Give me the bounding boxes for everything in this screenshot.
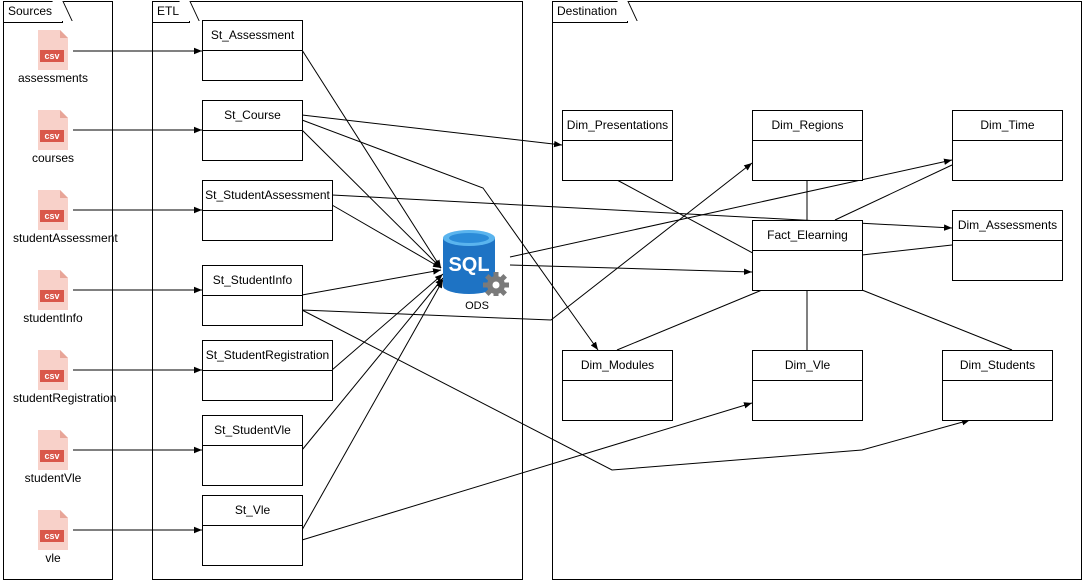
edge-st-studentregistration-ods: [331, 273, 444, 371]
sql-database-icon: [443, 230, 509, 298]
table-title: Dim_Modules: [563, 351, 672, 381]
table-title: St_StudentAssessment: [203, 181, 332, 211]
csv-badge: csv: [44, 291, 60, 301]
st-studentregistration-table[interactable]: St_StudentRegistration: [202, 340, 333, 401]
source-label: studentVle: [24, 471, 82, 485]
destination-frame-title: Destination: [553, 2, 629, 23]
table-title: Dim_Students: [943, 351, 1052, 381]
source-label: assessments: [17, 71, 89, 85]
ods-node[interactable]: SQL ODS: [435, 228, 519, 312]
csv-file-icon: csv: [38, 510, 68, 550]
table-title: St_Assessment: [203, 21, 302, 51]
csv-badge: csv: [44, 51, 60, 61]
dim-modules-table[interactable]: Dim_Modules: [562, 350, 673, 421]
edge-st-studentvle-ods: [301, 277, 444, 451]
edge-st-studentinfo-dim-regions: [301, 162, 753, 321]
table-title: St_Vle: [203, 496, 302, 526]
st-course-table[interactable]: St_Course: [202, 100, 303, 161]
edge-st-vle-ods: [301, 279, 444, 531]
table-title: Dim_Assessments: [953, 211, 1062, 241]
edge-ods-dim-time: [509, 158, 953, 258]
fact-elearning-table[interactable]: Fact_Elearning: [752, 220, 863, 291]
edge-st-studentinfo-dim-students: [301, 309, 971, 471]
edge-st-studentinfo-ods: [301, 268, 442, 296]
edge-fact-dim-presentations: [616, 179, 763, 259]
st-vle-table[interactable]: St_Vle: [202, 495, 303, 566]
source-csv-studentregistration: csv studentRegistration: [13, 350, 117, 405]
edge-ods-fact: [509, 264, 753, 275]
csv-badge: csv: [44, 371, 60, 381]
ods-label: ODS: [465, 300, 489, 312]
st-studentassessment-table[interactable]: St_StudentAssessment: [202, 180, 333, 241]
csv-badge: csv: [44, 211, 60, 221]
dim-students-table[interactable]: Dim_Students: [942, 350, 1053, 421]
st-studentinfo-table[interactable]: St_StudentInfo: [202, 265, 303, 326]
csv-file-icon: csv: [38, 30, 68, 70]
dim-vle-table[interactable]: Dim_Vle: [752, 350, 863, 421]
sources-frame-title: Sources: [4, 2, 64, 23]
st-assessment-table[interactable]: St_Assessment: [202, 20, 303, 81]
table-title: Dim_Vle: [753, 351, 862, 381]
source-csv-vle: csv vle: [13, 510, 93, 565]
table-title: St_Course: [203, 101, 302, 131]
edge-fact-dim-modules: [616, 289, 763, 351]
csv-file-icon: csv: [38, 430, 68, 470]
source-csv-studentvle: csv studentVle: [13, 430, 93, 485]
csv-file-icon: csv: [38, 190, 68, 230]
edge-fact-dim-assessments: [861, 244, 953, 256]
edge-fact-dim-time: [834, 164, 953, 221]
csv-badge: csv: [44, 131, 60, 141]
edge-st-assessment-ods: [301, 49, 442, 269]
edge-st-studentassessment-ods: [331, 204, 442, 269]
source-label: studentInfo: [23, 311, 83, 325]
table-title: Fact_Elearning: [753, 221, 862, 251]
source-label: studentAssessment: [13, 231, 118, 245]
etl-frame-title: ETL: [153, 2, 191, 23]
csv-file-icon: csv: [38, 110, 68, 150]
table-title: St_StudentRegistration: [203, 341, 332, 371]
csv-file-icon: csv: [38, 270, 68, 310]
edge-st-vle-dim-vle: [301, 402, 753, 541]
source-csv-studentinfo: csv studentInfo: [13, 270, 93, 325]
dim-presentations-table[interactable]: Dim_Presentations: [562, 110, 673, 181]
csv-badge: csv: [44, 451, 60, 461]
st-studentvle-table[interactable]: St_StudentVle: [202, 415, 303, 486]
table-title: Dim_Regions: [753, 111, 862, 141]
dim-assessments-table[interactable]: Dim_Assessments: [952, 210, 1063, 281]
source-label: vle: [45, 551, 61, 565]
source-label: courses: [31, 151, 75, 165]
source-csv-assessments: csv assessments: [13, 30, 93, 85]
sql-icon-text: SQL: [448, 254, 490, 276]
source-csv-studentassessment: csv studentAssessment: [13, 190, 118, 245]
edge-fact-dim-students: [861, 289, 1013, 351]
edge-st-course-dim-presentations: [301, 114, 563, 148]
table-title: Dim_Time: [953, 111, 1062, 141]
csv-badge: csv: [44, 531, 60, 541]
dim-time-table[interactable]: Dim_Time: [952, 110, 1063, 181]
table-title: St_StudentVle: [203, 416, 302, 446]
source-csv-courses: csv courses: [13, 110, 93, 165]
table-title: Dim_Presentations: [563, 111, 672, 141]
dim-regions-table[interactable]: Dim_Regions: [752, 110, 863, 181]
edge-st-course-dim-modules: [301, 119, 599, 351]
table-title: St_StudentInfo: [203, 266, 302, 296]
edge-st-course-ods: [301, 129, 442, 269]
destination-frame: Destination: [552, 1, 1082, 580]
csv-file-icon: csv: [38, 350, 68, 390]
source-label: studentRegistration: [13, 391, 117, 405]
